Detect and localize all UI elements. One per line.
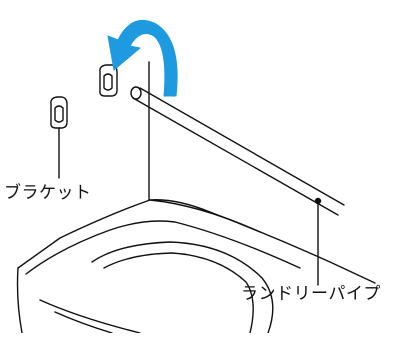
vanity-counter xyxy=(16,199,376,334)
laundry-pipe xyxy=(130,86,345,216)
bracket-label: ブラケット xyxy=(4,183,92,203)
curved-arrow-icon xyxy=(107,20,178,97)
bracket-icon-detached xyxy=(50,96,68,129)
basin-bowl xyxy=(91,241,274,334)
laundry-pipe-label: ランドリーパイプ xyxy=(241,284,381,304)
bracket-icon xyxy=(99,64,118,97)
